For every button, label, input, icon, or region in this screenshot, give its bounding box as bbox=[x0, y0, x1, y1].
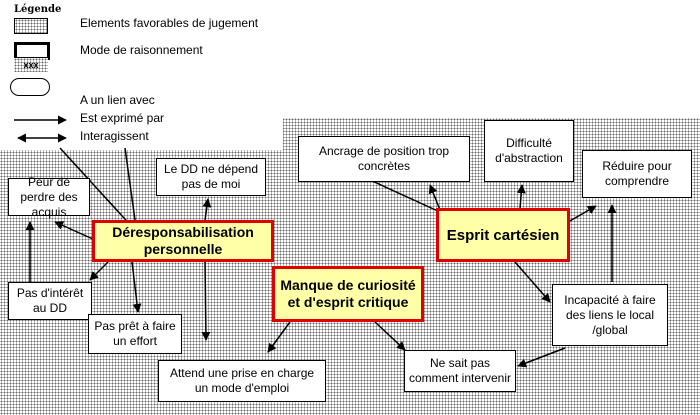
legend-label-interagissent: Interagissent bbox=[80, 129, 149, 143]
node-peur-de-perdre: Peur de perdre des acquis bbox=[8, 175, 90, 219]
node-pas-interet: Pas d'intérêt au DD bbox=[8, 282, 92, 320]
arrow-manque-attend bbox=[267, 321, 291, 353]
arrow-deresp-dd bbox=[202, 198, 212, 221]
legend-swatch-code: xxx bbox=[14, 58, 48, 72]
arrow-esprit-reduire bbox=[567, 205, 597, 223]
line-top-deresp-2 bbox=[59, 147, 136, 231]
arrow-esprit-incapacite bbox=[514, 261, 551, 303]
node-ancrage: Ancrage de position trop concrètes bbox=[298, 136, 470, 182]
line-top-deresp bbox=[124, 147, 136, 221]
arrow-esprit-ancrage bbox=[428, 184, 441, 211]
node-pas-pret: Pas prêt à faire un effort bbox=[88, 314, 182, 354]
legend-swatch-oval bbox=[10, 78, 50, 96]
legend-swatch-dotted bbox=[14, 18, 48, 34]
arrow-deresp-pasinteret bbox=[89, 261, 109, 281]
arrow-deresp-peur bbox=[54, 221, 96, 241]
arrow-deresp-paspret bbox=[131, 261, 142, 313]
node-incapacite: Incapacité à faire des liens le local /g… bbox=[552, 284, 668, 346]
arrow-manque-nesait bbox=[374, 321, 406, 351]
legend-label-mode: Mode de raisonnement bbox=[80, 43, 203, 57]
node-difficulte: Difficulté d'abstraction bbox=[484, 120, 574, 182]
node-ne-sait-pas: Ne sait pas comment intervenir bbox=[404, 350, 516, 392]
arrow-incapacite-nesait bbox=[517, 347, 566, 368]
node-dd-ne-depend: Le DD ne dépend pas de moi bbox=[156, 158, 266, 196]
arrow-esprit-difficulte bbox=[516, 184, 526, 209]
legend-title: Légende bbox=[14, 4, 62, 15]
mode-esprit-cartesien: Esprit cartésien bbox=[436, 208, 570, 262]
mode-manque-curiosite: Manque de curiosité et d'esprit critique bbox=[272, 266, 424, 322]
legend-label-elements: Elements favorables de jugement bbox=[80, 16, 259, 30]
legend-label-exprime: Est exprimé par bbox=[80, 111, 165, 125]
node-attend: Attend une prise en charge un mode d'emp… bbox=[158, 360, 326, 402]
mode-deresponsabilisation: Déresponsabilisation personnelle bbox=[92, 220, 274, 262]
legend-label-lien: A un lien avec bbox=[80, 93, 155, 107]
arrow-deresp-attend bbox=[201, 261, 211, 341]
node-reduire: Réduire pour comprendre bbox=[582, 150, 692, 198]
